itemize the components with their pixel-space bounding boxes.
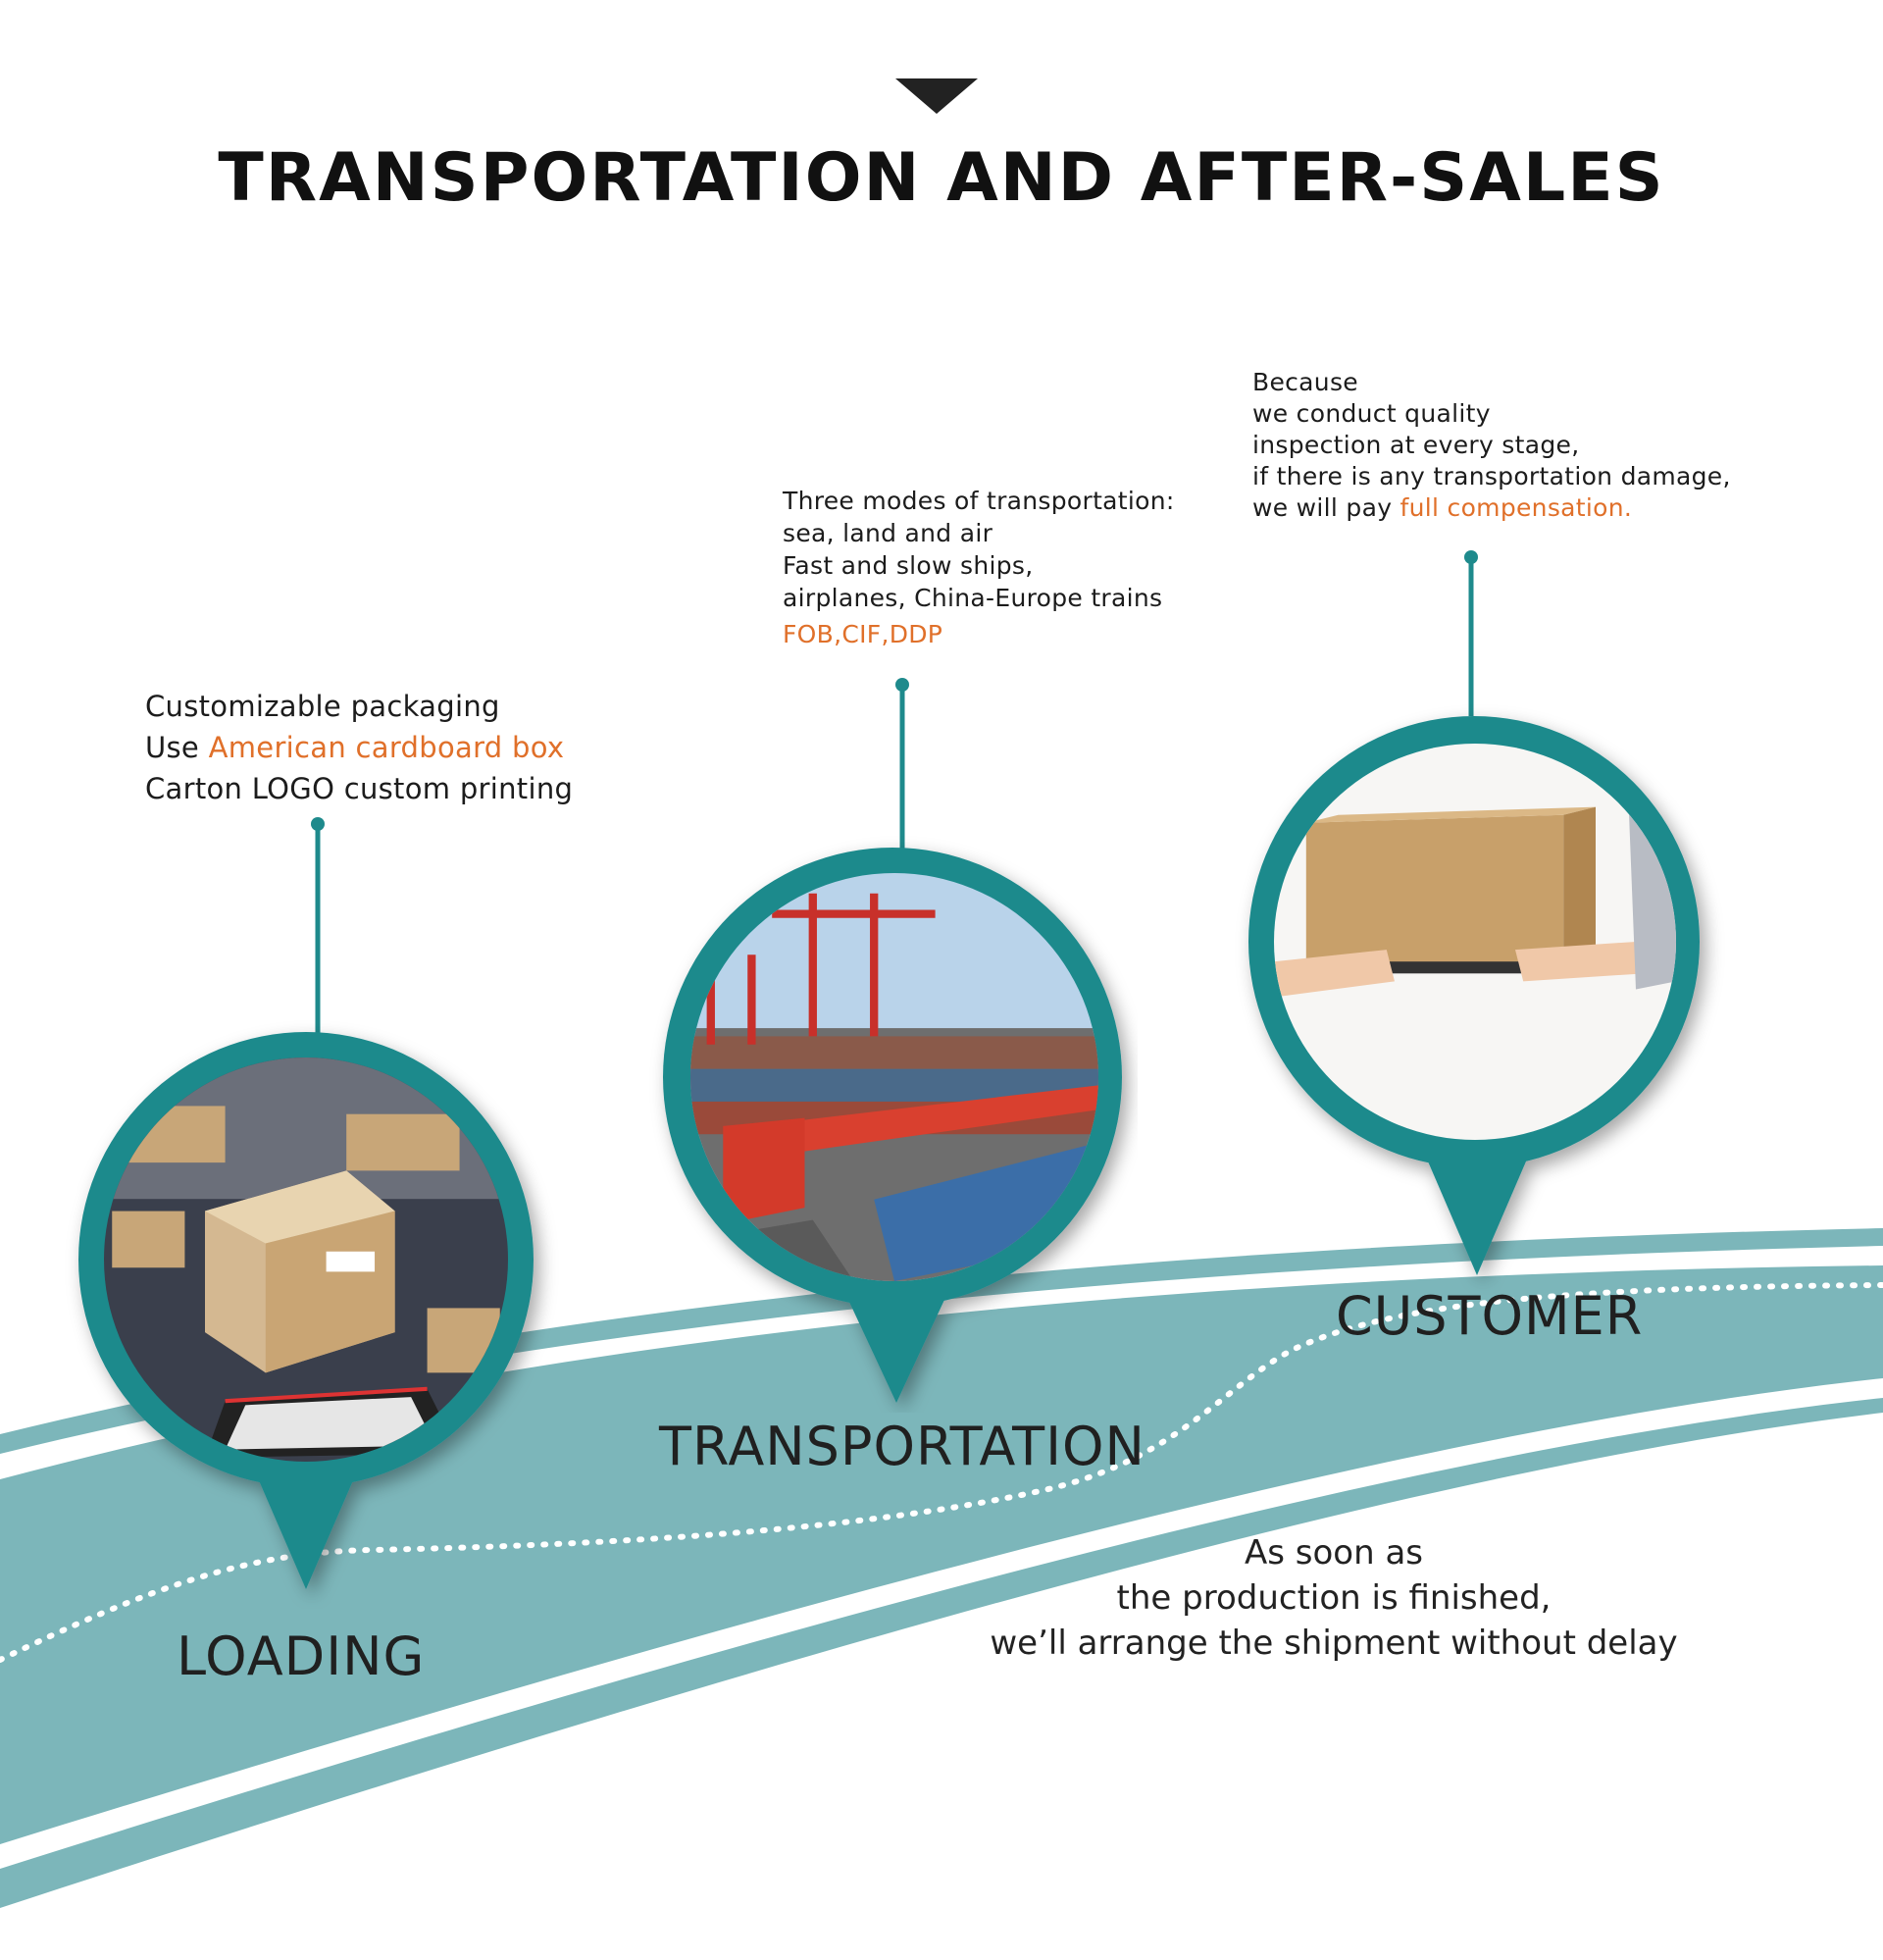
stage-label-customer: CUSTOMER [1336, 1285, 1644, 1347]
customer-photo [1274, 744, 1676, 1140]
loading-line-3: Carton LOGO custom printing [145, 772, 574, 805]
note-line-1: As soon as [1244, 1533, 1423, 1573]
transport-highlight: FOB,CIF,DDP [783, 620, 943, 648]
page-title: TRANSPORTATION AND AFTER-SALES [218, 139, 1665, 217]
note-line-3: we’ll arrange the shipment without delay [990, 1624, 1678, 1663]
stage-label-loading: LOADING [177, 1625, 426, 1687]
loading-photo [104, 1057, 508, 1462]
customer-line-1: Because [1252, 368, 1358, 396]
transport-line-4: airplanes, China-Europe trains [783, 584, 1163, 612]
customer-highlight: full compensation. [1400, 493, 1633, 522]
transport-line-3: Fast and slow ships, [783, 551, 1034, 580]
shipment-note: As soon as the production is finished, w… [942, 1530, 1726, 1666]
customer-line-2: we conduct quality [1252, 399, 1491, 428]
loading-highlight: American cardboard box [208, 731, 565, 764]
customer-line-4: if there is any transportation damage, [1252, 462, 1731, 490]
note-line-2: the production is finished, [1116, 1578, 1552, 1618]
transportation-photo [690, 873, 1098, 1281]
transport-line-2: sea, land and air [783, 519, 993, 547]
customer-line-3: inspection at every stage, [1252, 431, 1580, 459]
stage-label-transportation: TRANSPORTATION [659, 1416, 1145, 1477]
transport-line-1: Three modes of transportation: [783, 487, 1175, 515]
customer-description: Because we conduct quality inspection at… [1252, 367, 1731, 524]
loading-line-1: Customizable packaging [145, 690, 500, 723]
customer-line-5: we will pay full compensation. [1252, 493, 1633, 522]
loading-description: Customizable packaging Use American card… [145, 686, 573, 809]
transportation-description: Three modes of transportation: sea, land… [783, 485, 1175, 650]
loading-line-2: Use American cardboard box [145, 731, 565, 764]
chevron-down-icon [895, 78, 978, 114]
